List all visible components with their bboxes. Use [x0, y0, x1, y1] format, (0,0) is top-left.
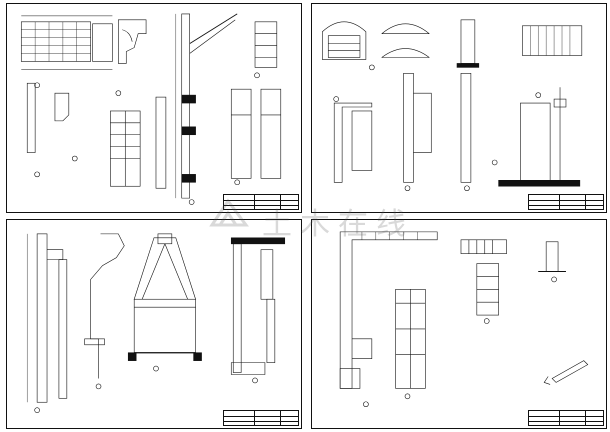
sheet-2-linework — [322, 19, 583, 192]
sheet-1-linework — [20, 13, 282, 205]
title-block — [223, 410, 299, 426]
cornice-profile — [118, 19, 147, 64]
column-section — [26, 82, 36, 153]
small-elevation — [460, 239, 507, 254]
arch-detail-upper — [381, 23, 430, 34]
stair-slope-detail — [551, 360, 589, 383]
drawing-sheet-1 — [6, 3, 302, 213]
drawing-sheet-4 — [311, 219, 607, 429]
arch-detail-lower — [381, 48, 430, 58]
l-shaped-section — [339, 231, 438, 389]
sheet-4-linework — [339, 231, 589, 408]
floor-slab — [498, 180, 581, 187]
drawing-sheet-2 — [311, 3, 607, 213]
drawing-sheet-3 — [6, 219, 302, 429]
wall-section-left — [36, 233, 48, 403]
title-block — [223, 194, 299, 210]
balustrade-elevation — [522, 25, 583, 56]
title-block — [528, 410, 604, 426]
stepped-cornice-section — [90, 233, 125, 379]
truss-outline — [133, 237, 197, 300]
wall-section — [181, 13, 190, 199]
window-detail — [254, 21, 278, 68]
title-block — [528, 194, 604, 210]
eave-section — [333, 102, 373, 183]
railing-elevation — [20, 21, 91, 62]
sheet-3-linework — [27, 233, 286, 413]
arched-gate-elevation — [322, 21, 367, 60]
